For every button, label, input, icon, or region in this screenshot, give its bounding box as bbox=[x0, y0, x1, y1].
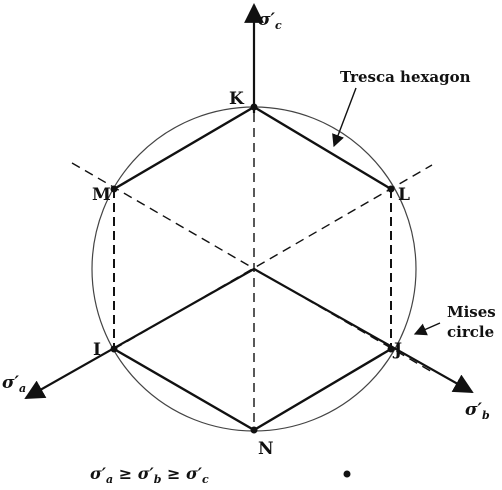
vertex-label-i: I bbox=[93, 340, 101, 360]
vertex-label-j: J bbox=[392, 340, 402, 360]
tresca-hexagon-label: Tresca hexagon bbox=[340, 68, 471, 86]
vertex-dots bbox=[110, 103, 395, 434]
axis-label-sigma-a: σ′a bbox=[2, 373, 26, 395]
mises-label-line2: circle bbox=[447, 323, 494, 341]
tresca-leader bbox=[332, 87, 357, 148]
mises-leader bbox=[413, 322, 441, 336]
axis-a-arrow bbox=[24, 268, 255, 399]
vertex-label-k: K bbox=[229, 89, 245, 109]
hexagon-solid-edges bbox=[113, 105, 392, 191]
vertex-label-l: L bbox=[398, 185, 410, 205]
axis-label-sigma-b: σ′b bbox=[465, 400, 490, 422]
principal-stress-ordering: σ′a ≥ σ′b ≥ σ′c bbox=[90, 464, 209, 486]
dashed-diagonal-ml bbox=[71, 162, 435, 374]
vertex-label-m: M bbox=[92, 185, 111, 205]
axis-label-sigma-c: σ′c bbox=[258, 10, 282, 32]
axis-b-arrow bbox=[253, 268, 474, 393]
hexagon-solid-edges-lower bbox=[113, 347, 392, 432]
mises-label-line1: Mises bbox=[447, 303, 496, 321]
stray-dot bbox=[343, 470, 351, 478]
vertex-label-n: N bbox=[258, 439, 274, 459]
